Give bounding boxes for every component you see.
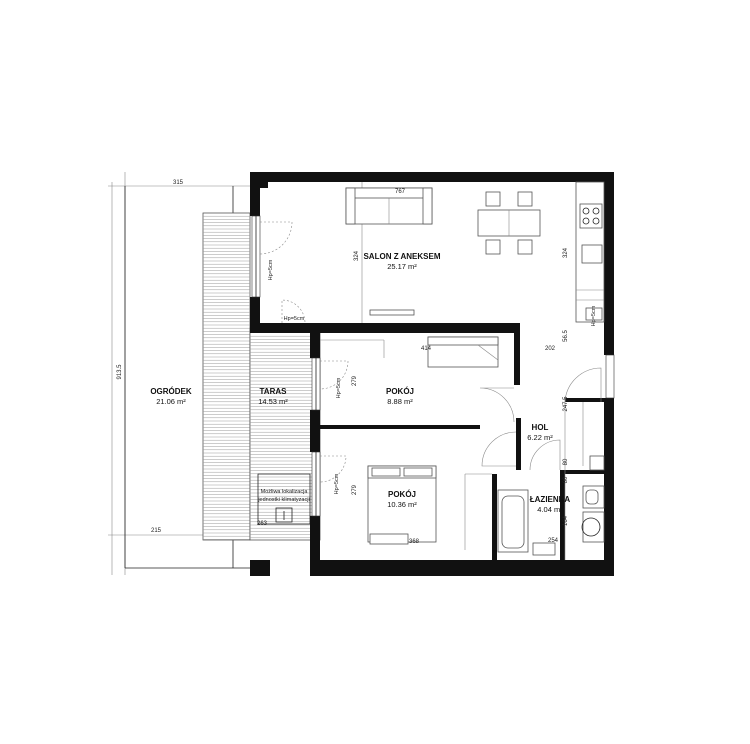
dim-279-room2: 279	[352, 484, 358, 495]
room-area-taras: 14.53 m²	[258, 397, 288, 406]
ac-note: Możliwa lokalizacja jednostki klimatyzac…	[257, 489, 309, 503]
ac-unit-marker	[257, 473, 311, 525]
room-name-pokoj1: POKÓJ	[386, 387, 414, 396]
room-name-salon: SALON Z ANEKSEM	[363, 252, 440, 261]
dim-2475: 247.5	[563, 396, 569, 412]
room-label-pokoj1: POKÓJ 8.88 m²	[386, 387, 414, 406]
room-area-pokoj1: 8.88 m²	[387, 397, 413, 406]
room-name-taras: TARAS	[260, 387, 288, 396]
dim-315: 315	[173, 180, 184, 186]
door-height-labels: Hp=5cm Hp=5cm Hp=5cm Hp=5cm Hp=5cm	[268, 259, 597, 494]
ac-note-line2: jednostki klimatyzacji	[257, 497, 309, 503]
door-label-c: Hp=5cm	[336, 377, 342, 398]
room-label-salon: SALON Z ANEKSEM 25.17 m²	[363, 252, 440, 271]
bed-room2	[367, 465, 437, 545]
room-name-ogrodek: OGRÓDEK	[150, 387, 192, 396]
room-area-ogrodek: 21.06 m²	[156, 397, 186, 406]
door-label-d: Hp=5cm	[334, 473, 340, 494]
bed-room1	[427, 336, 499, 368]
dim-368: 368	[409, 539, 420, 545]
room-area-salon: 25.17 m²	[387, 262, 417, 271]
room-label-taras: TARAS 14.53 m²	[258, 387, 288, 406]
garden-outline	[108, 172, 250, 575]
dim-202: 202	[545, 346, 556, 352]
room-area-pokoj2: 10.36 m²	[387, 500, 417, 509]
kitchen-counter	[575, 181, 605, 323]
dim-215: 215	[151, 528, 162, 534]
ac-note-line1: Możliwa lokalizacja	[261, 489, 309, 495]
bathroom-fixtures	[532, 455, 605, 556]
terrace-decking	[202, 212, 321, 541]
room-area-lazienka: 4.04 m²	[537, 505, 563, 514]
dim-767: 767	[395, 189, 406, 195]
sofa	[345, 187, 433, 316]
room-name-pokoj2: POKÓJ	[388, 490, 416, 499]
interior-lines	[320, 182, 584, 560]
dim-164: 164	[563, 515, 569, 526]
dim-565: 56.5	[563, 330, 569, 342]
bathtub	[497, 489, 529, 553]
dim-254: 254	[548, 538, 559, 544]
dining-table	[477, 191, 541, 255]
door-label-b: Hp=5cm	[284, 316, 305, 322]
dim-279-room1: 279	[352, 375, 358, 386]
room-label-ogrodek: OGRÓDEK 21.06 m²	[150, 387, 192, 406]
windows	[251, 215, 615, 517]
door-label-a: Hp=5cm	[268, 259, 274, 280]
door-swings	[259, 221, 602, 483]
room-name-lazienka: ŁAZIENKA	[530, 495, 571, 504]
room-name-hol: HOL	[532, 423, 549, 432]
dimension-labels: 315 767 913.5 215 263 324 324 414 202 56…	[117, 180, 569, 545]
dim-263: 263	[257, 521, 268, 527]
room-area-hol: 6.22 m²	[527, 433, 553, 442]
dim-324-kitchen: 324	[563, 247, 569, 258]
dim-80a: 80	[563, 458, 569, 465]
room-label-pokoj2: POKÓJ 10.36 m²	[387, 490, 417, 509]
room-label-hol: HOL 6.22 m²	[527, 423, 553, 442]
dim-414: 414	[421, 346, 432, 352]
dim-9135: 913.5	[117, 364, 123, 380]
walls	[250, 172, 614, 576]
dim-80b: 80	[563, 476, 569, 483]
door-label-e: Hp=5cm	[591, 305, 597, 326]
dim-324-salon: 324	[354, 250, 360, 261]
room-label-lazienka: ŁAZIENKA 4.04 m²	[530, 495, 571, 514]
